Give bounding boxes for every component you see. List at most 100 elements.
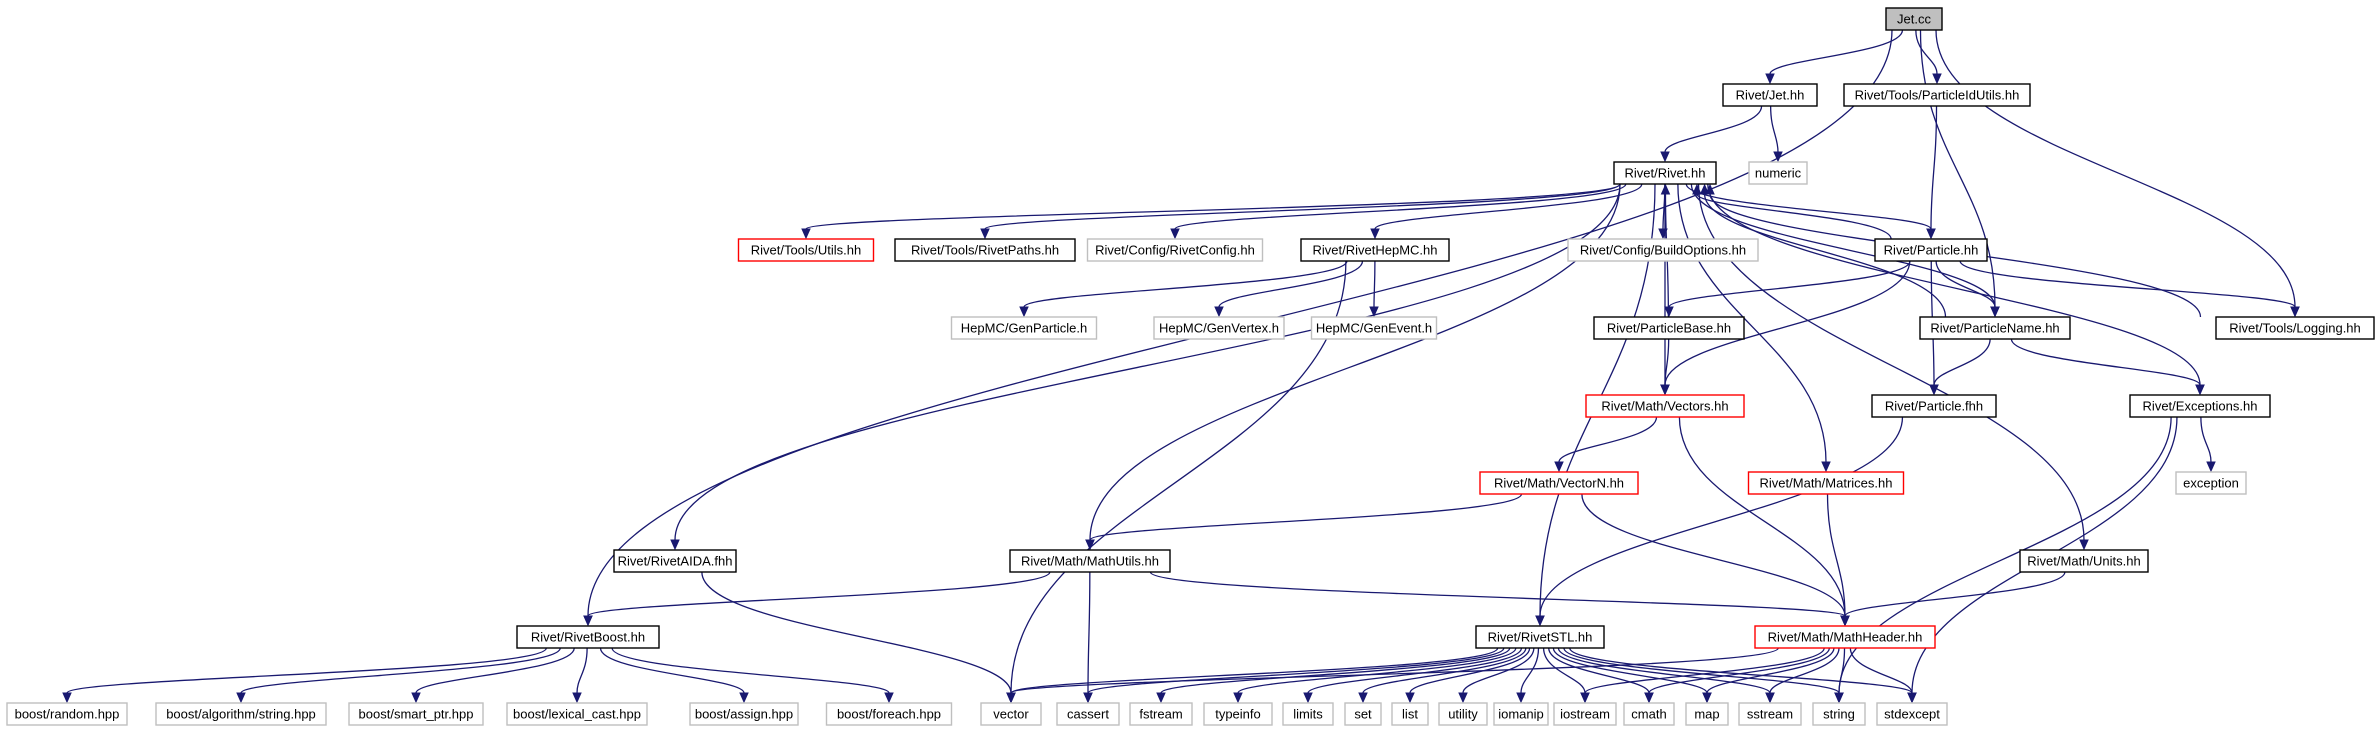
node-boost-lexical[interactable]: boost/lexical_cast.hpp — [506, 702, 648, 726]
node-genevent[interactable]: HepMC/GenEvent.h — [1310, 316, 1438, 340]
node-rivet-rivet[interactable]: Rivet/Rivet.hh — [1613, 161, 1717, 185]
node-label: Rivet/Math/VectorN.hh — [1494, 476, 1624, 491]
node-units[interactable]: Rivet/Math/Units.hh — [2019, 549, 2149, 573]
node-box — [737, 238, 875, 262]
node-matrices[interactable]: Rivet/Math/Matrices.hh — [1747, 471, 1905, 495]
edge-rivetstl-to-list — [1405, 647, 1531, 704]
node-label: Rivet/Math/Units.hh — [2027, 554, 2140, 569]
node-label: Rivet/Math/Vectors.hh — [1601, 399, 1728, 414]
node-particlebase[interactable]: Rivet/ParticleBase.hh — [1593, 316, 1745, 340]
node-label: fstream — [1139, 707, 1182, 722]
node-label: Rivet/Math/Matrices.hh — [1760, 476, 1893, 491]
node-genvertex[interactable]: HepMC/GenVertex.h — [1153, 316, 1285, 340]
node-box — [2019, 549, 2149, 573]
node-label: Rivet/Tools/Logging.hh — [2229, 321, 2361, 336]
node-sstream[interactable]: sstream — [1738, 702, 1802, 726]
node-label: stdexcept — [1884, 707, 1940, 722]
node-particlename[interactable]: Rivet/ParticleName.hh — [1919, 316, 2071, 340]
node-mathutils[interactable]: Rivet/Math/MathUtils.hh — [1009, 549, 1171, 573]
node-numeric[interactable]: numeric — [1748, 161, 1808, 185]
edge-mathheader-to-iostream — [1580, 647, 1825, 704]
edge-rivet_rivet-to-tools_utils — [801, 183, 1621, 240]
node-label: Rivet/Config/BuildOptions.hh — [1580, 243, 1746, 258]
edge-rivethepmc-to-genparticle — [1019, 260, 1348, 318]
node-boost-algo[interactable]: boost/algorithm/string.hpp — [155, 702, 327, 726]
node-boost-assign[interactable]: boost/assign.hpp — [689, 702, 799, 726]
node-utility[interactable]: utility — [1438, 702, 1488, 726]
node-label: iostream — [1560, 707, 1610, 722]
node-boost-foreach[interactable]: boost/foreach.hpp — [825, 702, 953, 726]
node-logging[interactable]: Rivet/Tools/Logging.hh — [2215, 316, 2375, 340]
node-cassert[interactable]: cassert — [1056, 702, 1120, 726]
node-fstream[interactable]: fstream — [1129, 702, 1193, 726]
node-rivetconfig[interactable]: Rivet/Config/RivetConfig.hh — [1086, 238, 1264, 262]
node-cmath[interactable]: cmath — [1623, 702, 1675, 726]
node-label: Rivet/Math/MathHeader.hh — [1768, 630, 1923, 645]
node-stdexcept[interactable]: stdexcept — [1876, 702, 1948, 726]
node-box — [1203, 702, 1273, 726]
node-box — [1585, 394, 1745, 418]
node-vectorn[interactable]: Rivet/Math/VectorN.hh — [1479, 471, 1639, 495]
node-boost-smartptr[interactable]: boost/smart_ptr.hpp — [348, 702, 484, 726]
node-box — [1344, 702, 1382, 726]
edge-rivetboost-to-boost_algo — [236, 647, 561, 704]
edge-particle_hh-to-particlebase — [1664, 260, 1911, 318]
node-box — [1685, 702, 1729, 726]
node-particleidutils[interactable]: Rivet/Tools/ParticleIdUtils.hh — [1843, 83, 2031, 107]
edge-rivet_rivet-to-matrices — [1677, 183, 1831, 473]
node-box — [825, 702, 953, 726]
edge-rivet_rivet-to-rivetconfig — [1170, 183, 1627, 240]
node-set[interactable]: set — [1344, 702, 1382, 726]
edge-mathheader-to-stdexcept — [1849, 647, 1917, 704]
node-iomanip[interactable]: iomanip — [1493, 702, 1549, 726]
node-rivethepmc[interactable]: Rivet/RivetHepMC.hh — [1300, 238, 1450, 262]
node-box — [1056, 702, 1120, 726]
edge-mathheader-to-string — [1834, 647, 1846, 704]
node-iostream[interactable]: iostream — [1553, 702, 1617, 726]
node-list[interactable]: list — [1391, 702, 1429, 726]
node-label: HepMC/GenVertex.h — [1159, 321, 1279, 336]
node-rivetboost[interactable]: Rivet/RivetBoost.hh — [516, 625, 660, 649]
node-buildoptions[interactable]: Rivet/Config/BuildOptions.hh — [1567, 238, 1759, 262]
node-box — [2175, 471, 2247, 495]
node-box — [1885, 7, 1943, 31]
node-rivetaida[interactable]: Rivet/RivetAIDA.fhh — [613, 549, 737, 573]
node-rivetpaths[interactable]: Rivet/Tools/RivetPaths.hh — [894, 238, 1076, 262]
node-box — [1876, 702, 1948, 726]
node-box — [1129, 702, 1193, 726]
node-box — [1722, 83, 1818, 107]
node-label: Rivet/ParticleBase.hh — [1607, 321, 1731, 336]
node-mathheader[interactable]: Rivet/Math/MathHeader.hh — [1754, 625, 1936, 649]
node-vector[interactable]: vector — [980, 702, 1042, 726]
edge-mathutils-to-rivetboost — [583, 571, 1051, 627]
node-box — [1812, 702, 1866, 726]
node-particle-hh[interactable]: Rivet/Particle.hh — [1874, 238, 1988, 262]
node-label: Rivet/Particle.fhh — [1885, 399, 1983, 414]
edge-exceptions-to-exception — [2200, 416, 2216, 473]
node-boost-random[interactable]: boost/random.hpp — [6, 702, 128, 726]
node-label: cassert — [1067, 707, 1109, 722]
node-label: boost/random.hpp — [15, 707, 120, 722]
node-genparticle[interactable]: HepMC/GenParticle.h — [950, 316, 1098, 340]
node-box — [613, 549, 737, 573]
node-box — [155, 702, 327, 726]
node-rivetstl[interactable]: Rivet/RivetSTL.hh — [1475, 625, 1605, 649]
node-rivet-jet[interactable]: Rivet/Jet.hh — [1722, 83, 1818, 107]
node-label: boost/algorithm/string.hpp — [166, 707, 316, 722]
node-box — [1623, 702, 1675, 726]
node-jet-cc[interactable]: Jet.cc — [1885, 7, 1943, 31]
node-particle-fhh[interactable]: Rivet/Particle.fhh — [1871, 394, 1997, 418]
node-label: limits — [1293, 707, 1323, 722]
edge-rivet_rivet-to-rivetaida — [670, 183, 1621, 551]
node-string[interactable]: string — [1812, 702, 1866, 726]
edge-particle_hh-to-rivet_rivet — [1692, 183, 1892, 240]
node-exceptions[interactable]: Rivet/Exceptions.hh — [2129, 394, 2271, 418]
edge-rivet_jet-to-numeric — [1769, 105, 1783, 163]
node-limits[interactable]: limits — [1282, 702, 1334, 726]
node-tools-utils[interactable]: Rivet/Tools/Utils.hh — [737, 238, 875, 262]
node-vectors[interactable]: Rivet/Math/Vectors.hh — [1585, 394, 1745, 418]
node-map[interactable]: map — [1685, 702, 1729, 726]
node-typeinfo[interactable]: typeinfo — [1203, 702, 1273, 726]
edge-rivetboost-to-boost_smartptr — [411, 647, 575, 704]
node-exception[interactable]: exception — [2175, 471, 2247, 495]
